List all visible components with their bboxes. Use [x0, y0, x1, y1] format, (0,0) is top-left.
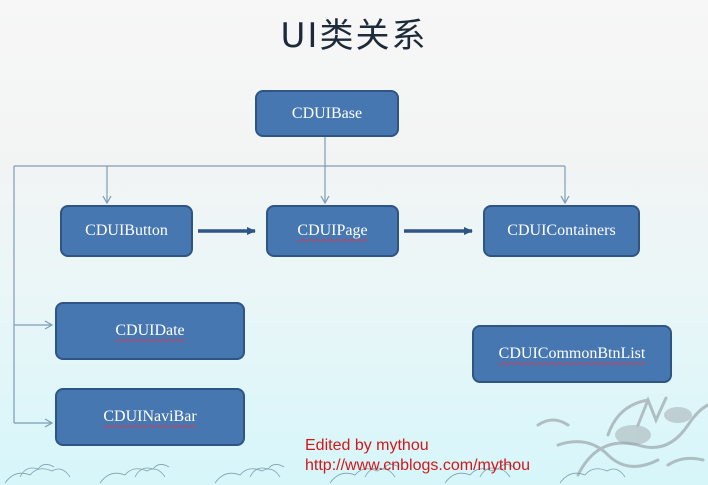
credit-url[interactable]: http://www.cnblogs.com/mythou: [305, 457, 530, 474]
node-label: CDUICommonBtnList: [498, 345, 646, 362]
node-label: CDUIPage: [297, 222, 368, 239]
dragon-decoration: [536, 395, 708, 477]
diagram-title: UI类关系: [280, 16, 428, 56]
node-cduicommonbtnlist[interactable]: CDUICommonBtnList: [472, 325, 672, 383]
node-label: CDUIDate: [115, 322, 185, 339]
node-label: CDUIContainers: [507, 222, 616, 239]
node-cduipage[interactable]: CDUIPage: [266, 205, 399, 257]
credit-text: Edited by mythou http://www.cnblogs.com/…: [305, 436, 530, 476]
cloud-border-decoration: [4, 464, 626, 484]
node-cduicontainers[interactable]: CDUIContainers: [483, 205, 640, 257]
node-cduinavibar[interactable]: CDUINaviBar: [55, 388, 245, 446]
node-cduibase[interactable]: CDUIBase: [255, 90, 399, 137]
credit-author: Edited by mythou: [305, 437, 429, 454]
node-cduibutton[interactable]: CDUIButton: [60, 205, 193, 257]
node-label: CDUIBase: [291, 104, 363, 122]
node-label: CDUINaviBar: [103, 408, 197, 425]
node-label: CDUIButton: [85, 222, 168, 239]
node-cduidate[interactable]: CDUIDate: [55, 302, 245, 360]
